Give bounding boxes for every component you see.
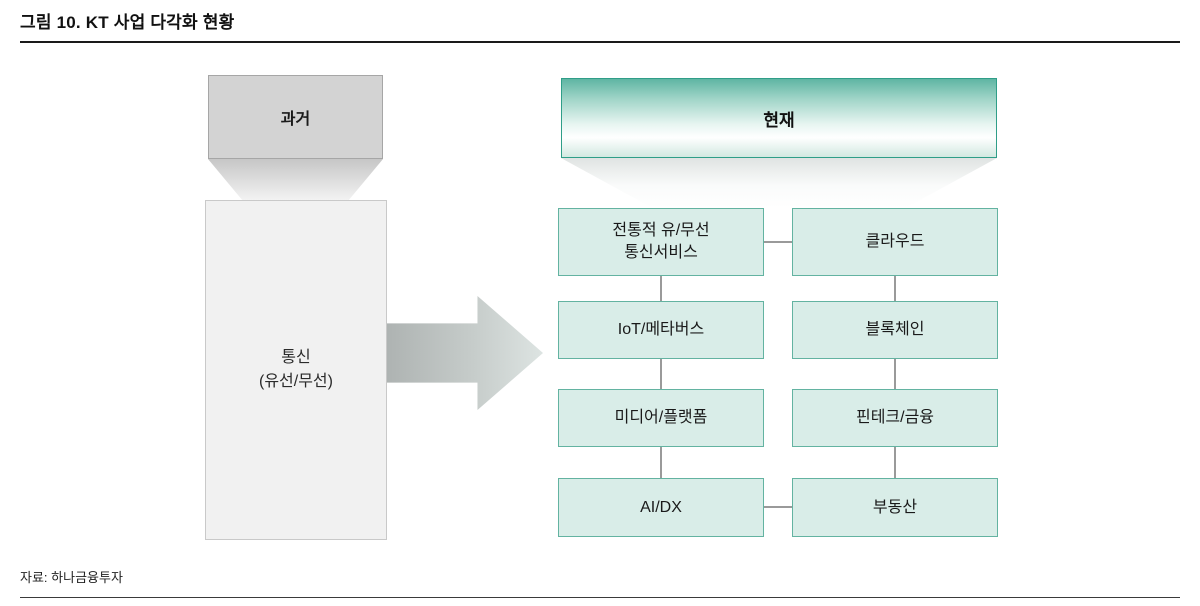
box-blockchain: 블록체인 xyxy=(792,301,998,359)
connector-left-row2-row3 xyxy=(660,359,662,389)
box-iot-metaverse: IoT/메타버스 xyxy=(558,301,764,359)
past-header-box: 과거 xyxy=(208,75,383,159)
box-traditional-telecom-service: 전통적 유/무선 통신서비스 xyxy=(558,208,764,276)
connector-right-row2-row3 xyxy=(894,359,896,389)
past-telecom-box: 통신 (유선/무선) xyxy=(205,200,387,540)
bottom-divider-line xyxy=(20,597,1180,598)
box-cloud: 클라우드 xyxy=(792,208,998,276)
box-fintech-finance: 핀테크/금융 xyxy=(792,389,998,447)
present-header-box: 현재 xyxy=(561,78,997,158)
figure-source: 자료: 하나금융투자 xyxy=(20,570,123,585)
right-arrow-icon xyxy=(387,296,543,410)
past-funnel-shape xyxy=(208,159,383,201)
title-divider-line xyxy=(20,41,1180,43)
connector-right-row3-row4 xyxy=(894,447,896,478)
box-ai-dx: AI/DX xyxy=(558,478,764,537)
present-funnel-shape xyxy=(561,158,997,208)
figure-title: 그림 10. KT 사업 다각화 현황 xyxy=(20,13,235,32)
connector-left-row1-row2 xyxy=(660,276,662,301)
box-real-estate: 부동산 xyxy=(792,478,998,537)
connector-left-row3-row4 xyxy=(660,447,662,478)
box-media-platform: 미디어/플랫폼 xyxy=(558,389,764,447)
connector-row4-horizontal xyxy=(764,506,792,508)
connector-row1-horizontal xyxy=(764,241,792,243)
connector-right-row1-row2 xyxy=(894,276,896,301)
